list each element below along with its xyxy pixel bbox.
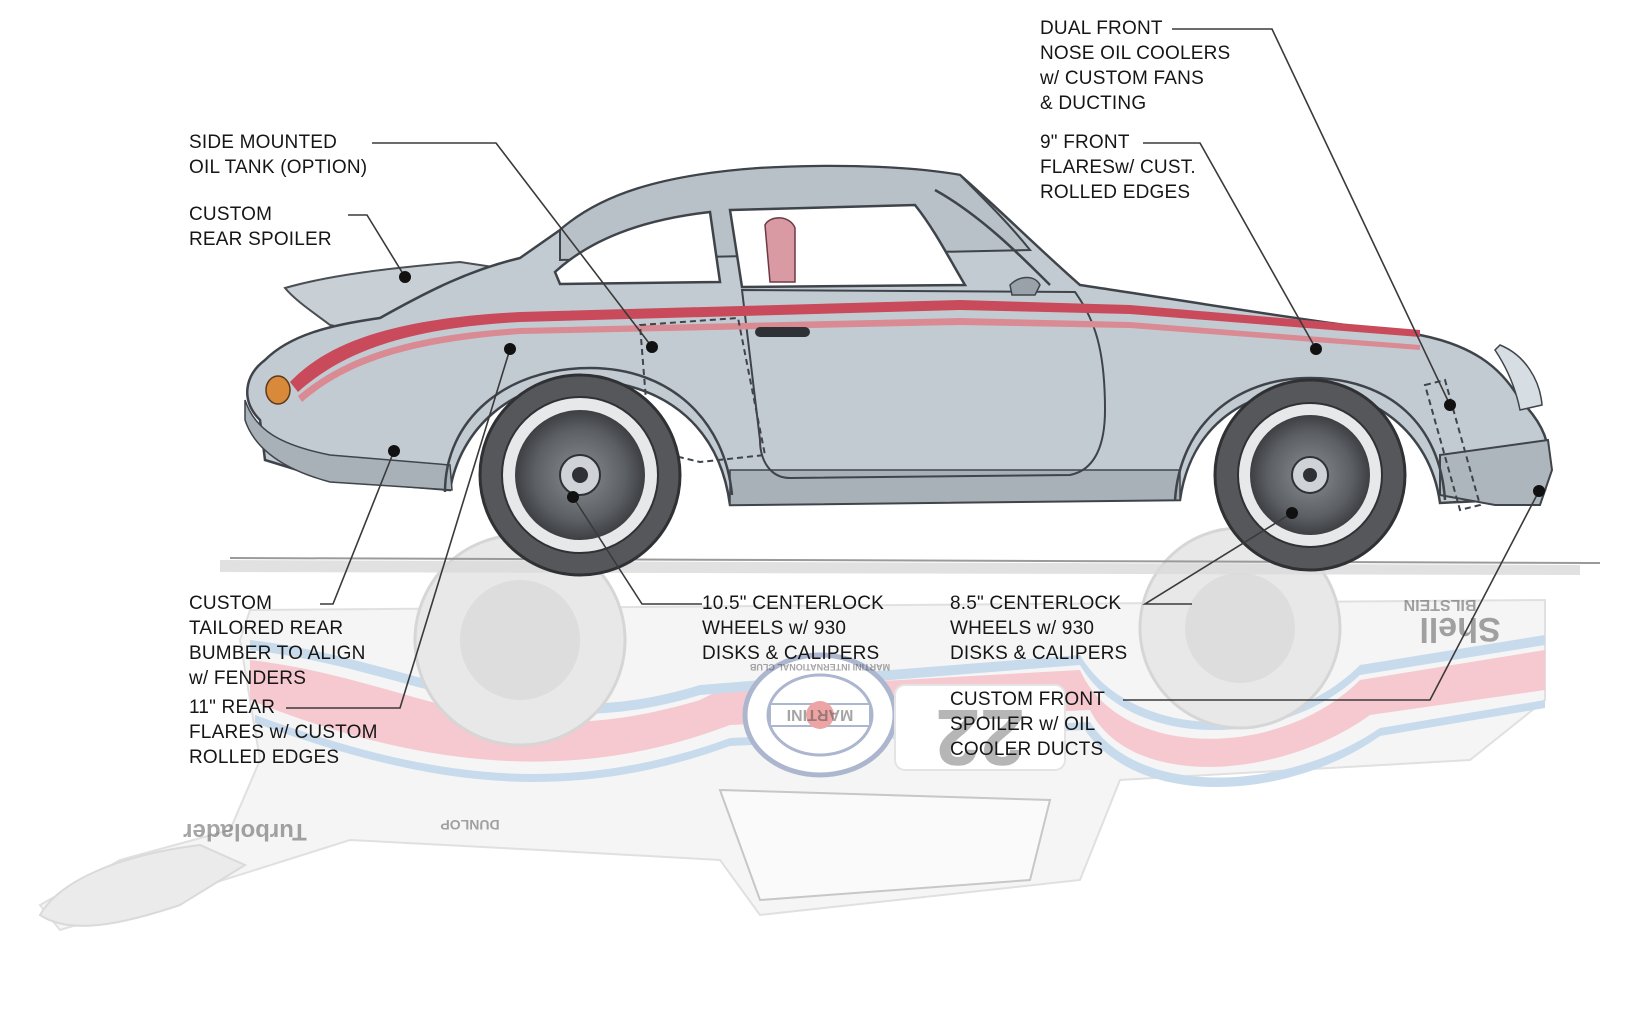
callout-line: FLARES w/ CUSTOM	[189, 722, 378, 743]
dot-rear-flares	[504, 343, 516, 355]
reflection-window	[718, 788, 1052, 902]
leader-dots	[388, 271, 1545, 519]
callout-line: CUSTOM	[189, 593, 273, 614]
callout-rear-wheels: 10.5" CENTERLOCK WHEELS w/ 930 DISKS & C…	[702, 591, 884, 666]
car-body-group	[244, 164, 1554, 512]
leader-rear-wheels	[572, 496, 702, 605]
callout-line: TAILORED REAR	[189, 618, 344, 639]
ground-line	[229, 557, 1601, 564]
callout-line: 9" FRONT	[1040, 132, 1130, 153]
callout-line: DISKS & CALIPERS	[950, 643, 1128, 664]
reflection-car	[38, 526, 1546, 932]
reflection-dunlop: DUNLOP	[440, 817, 499, 833]
callout-line: WHEELS w/ 930	[950, 618, 1095, 639]
callout-side-mounted-oil-tank: SIDE MOUNTED OIL TANK (OPTION)	[189, 130, 367, 180]
reflection-bilstein: BILSTEIN	[1404, 596, 1477, 613]
callout-line: DISKS & CALIPERS	[702, 643, 880, 664]
callout-line: COOLER DUCTS	[950, 739, 1104, 760]
callout-line: BUMBER TO ALIGN	[189, 643, 366, 664]
rear-valance	[244, 399, 453, 491]
callout-line: w/ FENDERS	[189, 668, 307, 689]
callout-line: DUAL FRONT	[1040, 18, 1163, 39]
dot-rear-spoiler	[399, 271, 411, 283]
reflection-spoiler	[38, 843, 248, 927]
dot-oil-coolers	[1444, 399, 1456, 411]
callout-line: ROLLED EDGES	[1040, 182, 1191, 203]
callout-line: 10.5" CENTERLOCK	[702, 593, 885, 614]
callout-line: WHEELS w/ 930	[702, 618, 847, 639]
leader-front-wheels	[1142, 512, 1293, 605]
callout-line: ROLLED EDGES	[189, 747, 340, 768]
leader-side-tank	[372, 142, 653, 348]
callout-line: w/ CUSTOM FANS	[1040, 68, 1204, 89]
callout-line: SIDE MOUNTED	[189, 132, 338, 153]
callout-oil-coolers: DUAL FRONT NOSE OIL COOLERS w/ CUSTOM FA…	[1040, 16, 1230, 116]
headlight	[1494, 344, 1543, 411]
seat	[764, 217, 796, 283]
callout-front-flares: 9" FRONT FLARESw/ CUST. ROLLED EDGES	[1040, 130, 1196, 205]
callout-line: REAR SPOILER	[189, 229, 332, 250]
callout-front-spoiler: CUSTOM FRONT SPOILER w/ OIL COOLER DUCTS	[950, 687, 1105, 762]
callout-line: FLARESw/ CUST.	[1040, 157, 1196, 178]
callout-rear-spoiler: CUSTOM REAR SPOILER	[189, 202, 332, 252]
reflection-martini: MARTINI	[787, 706, 854, 723]
callout-line: 8.5" CENTERLOCK	[950, 593, 1122, 614]
tail-light	[265, 375, 291, 405]
callout-rear-bumper: CUSTOM TAILORED REAR BUMBER TO ALIGN w/ …	[189, 591, 366, 691]
rocker-band	[729, 469, 1181, 506]
front-spoiler	[1439, 438, 1554, 506]
leader-front-spoiler	[1123, 490, 1540, 701]
reflection-number: 22	[936, 693, 1025, 782]
callout-line: CUSTOM FRONT	[950, 689, 1106, 710]
rear-quarter-window	[553, 210, 722, 286]
callout-line: CUSTOM	[189, 204, 273, 225]
callout-line: & DUCTING	[1040, 93, 1147, 114]
leader-rear-bumper	[320, 450, 395, 605]
side-mirror	[1009, 276, 1041, 296]
reflection-text: 22 Shell BILSTEIN MARTINI Turbolader DUN…	[183, 596, 1500, 845]
door-handle	[755, 327, 810, 337]
dot-rear-wheels	[567, 491, 579, 503]
dot-rear-bumper	[388, 445, 400, 457]
leader-rear-flares	[286, 348, 511, 709]
leader-front-flares	[1143, 142, 1317, 350]
rear-spoiler	[283, 260, 504, 337]
rear-arch	[443, 366, 734, 496]
dot-front-wheels	[1286, 507, 1298, 519]
dot-front-flares	[1310, 343, 1322, 355]
leader-rear-spoiler	[348, 214, 406, 278]
callout-front-wheels: 8.5" CENTERLOCK WHEELS w/ 930 DISKS & CA…	[950, 591, 1127, 666]
callout-line: SPOILER w/ OIL	[950, 714, 1096, 735]
rear-wheel	[478, 373, 682, 577]
callout-rear-flares: 11" REAR FLARES w/ CUSTOM ROLLED EDGES	[189, 695, 378, 770]
front-arch	[1173, 376, 1447, 501]
callout-line: 11" REAR	[189, 697, 276, 718]
leader-lines	[286, 28, 1540, 709]
reflection-club: MARTINI INTERNATIONAL CLUB	[749, 662, 890, 672]
front-wheel	[1213, 378, 1407, 572]
reflection-turbo: Turbolader	[183, 818, 307, 845]
dot-front-spoiler	[1533, 485, 1545, 497]
reflection-number-plate	[894, 684, 1066, 771]
dot-side-tank	[646, 341, 658, 353]
windshield-edge	[934, 188, 1051, 286]
leader-oil-coolers	[1172, 28, 1451, 406]
callout-line: OIL TANK (OPTION)	[189, 157, 368, 178]
callout-line: NOSE OIL COOLERS	[1040, 43, 1231, 64]
